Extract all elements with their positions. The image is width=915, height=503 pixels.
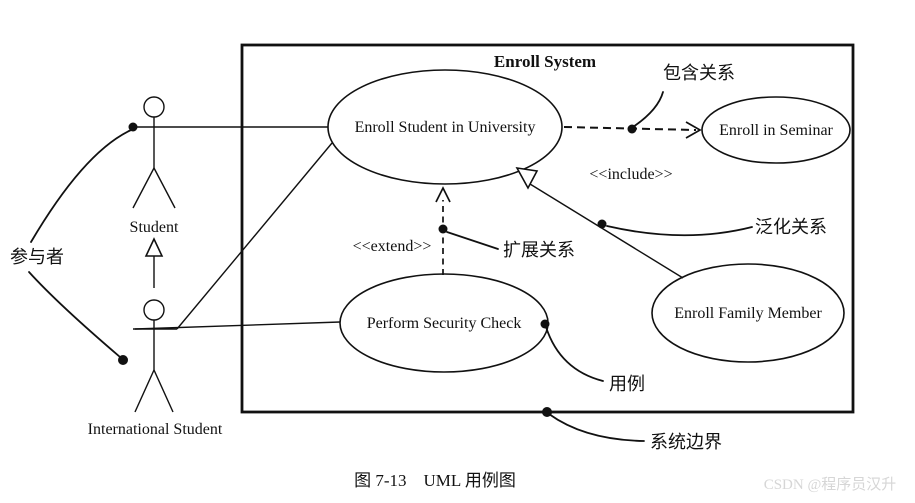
use-case-generalization — [515, 166, 684, 279]
use-case-ellipse — [651, 263, 845, 363]
callout-label: 系统边界 — [650, 432, 722, 452]
extend-stereotype: <<extend>> — [353, 238, 432, 255]
actor-generalization-arrow — [144, 237, 164, 288]
open-arrowhead-icon — [435, 186, 451, 203]
association-intlstudent-security-check — [134, 321, 341, 330]
extend-dependency: <<extend>> — [353, 186, 451, 275]
use-case-label: Perform Security Check — [367, 315, 522, 332]
callout-dot-icon — [438, 224, 448, 234]
use-case-label: Enroll in Seminar — [719, 122, 833, 139]
callout-leader-bottom — [28, 271, 121, 358]
use-case-perform-security-check: Perform Security Check — [339, 273, 549, 373]
use-case-enroll-in-seminar: Enroll in Seminar — [701, 96, 851, 164]
callout-leader — [606, 225, 753, 237]
callout-actor: 参与者 — [10, 122, 138, 365]
generalization-line — [529, 183, 684, 279]
callout-leader — [548, 413, 645, 442]
association-intlstudent-enroll-university — [176, 142, 333, 330]
callout-label: 泛化关系 — [755, 217, 827, 237]
actor-student: Student — [130, 96, 179, 236]
open-arrowhead-icon — [685, 121, 702, 139]
use-case-ellipse — [701, 96, 851, 164]
use-case-label: Enroll Student in University — [355, 119, 536, 136]
callout-leader — [545, 326, 604, 382]
actor-leg-left — [134, 369, 155, 413]
callout-leader — [446, 231, 499, 250]
actor-leg-right — [153, 167, 176, 209]
callout-label: 用例 — [609, 374, 645, 394]
use-case-ellipse — [327, 69, 563, 185]
callout-label: 参与者 — [10, 247, 64, 267]
actor-label: Student — [130, 219, 179, 236]
use-case-enroll-student-in-university: Enroll Student in University — [327, 69, 563, 185]
system-title: Enroll System — [494, 52, 596, 71]
generalization-triangle-icon — [144, 237, 164, 257]
use-case-enroll-family-member: Enroll Family Member — [651, 263, 845, 363]
actor-head — [143, 96, 165, 118]
watermark: CSDN @程序员汉升 — [764, 476, 897, 493]
callout-use-case: 用例 — [540, 319, 645, 394]
callout-extend-relation: 扩展关系 — [438, 224, 575, 260]
callout-dot-icon — [542, 407, 552, 417]
callout-include-relation: 包含关系 — [627, 63, 735, 134]
callout-leader-top — [30, 129, 132, 243]
callout-label: 包含关系 — [663, 63, 735, 83]
actor-leg-left — [132, 167, 155, 209]
callout-dot-icon — [128, 122, 138, 132]
use-case-label: Enroll Family Member — [674, 305, 822, 322]
callout-dot-icon — [627, 124, 637, 134]
callout-generalization-relation: 泛化关系 — [597, 217, 827, 237]
actor-label: International Student — [88, 421, 223, 438]
callout-dot-icon — [118, 355, 128, 365]
include-stereotype: <<include>> — [589, 166, 672, 183]
callout-dot-icon — [540, 319, 550, 329]
figure-caption: 图 7-13 UML 用例图 — [354, 471, 516, 490]
actor-leg-right — [153, 369, 174, 413]
callout-system-boundary: 系统边界 — [542, 407, 722, 452]
callout-leader — [632, 91, 664, 128]
callout-label: 扩展关系 — [503, 240, 575, 260]
actor-international-student: International Student — [88, 299, 223, 438]
actor-head — [143, 299, 165, 321]
generalization-triangle-icon — [515, 166, 539, 190]
callout-dot-icon — [597, 219, 607, 229]
